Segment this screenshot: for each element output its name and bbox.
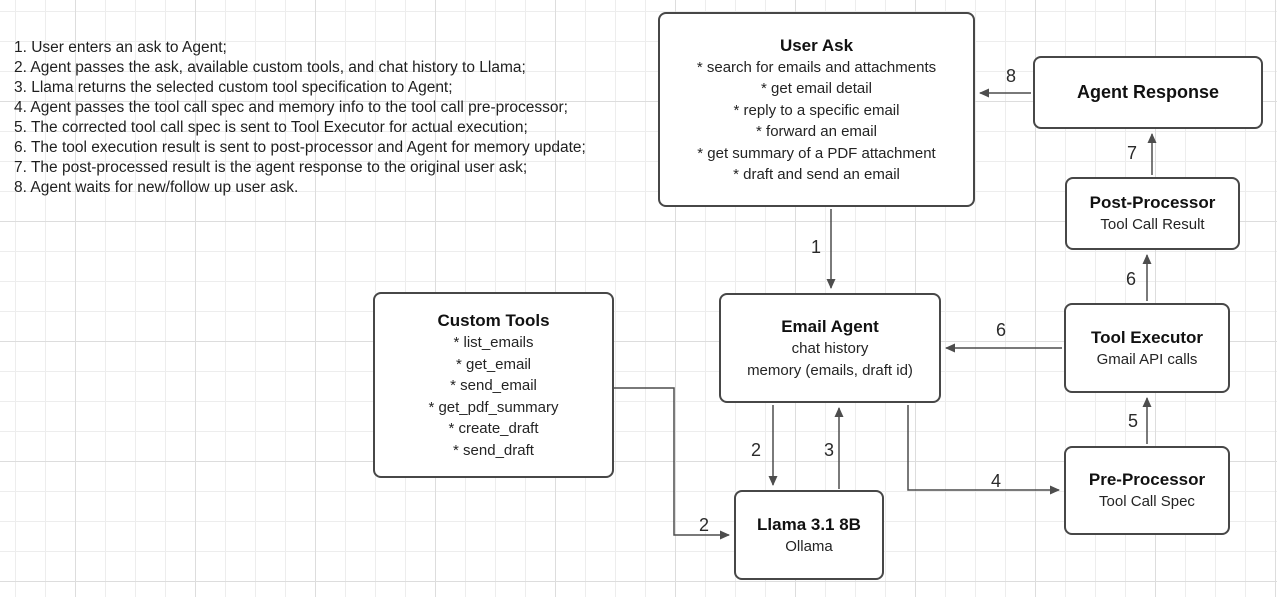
workflow-step: 5. The corrected tool call spec is sent … — [14, 119, 528, 136]
workflow-legend: 1. User enters an ask to Agent; 2. Agent… — [14, 38, 586, 198]
edge-label-2-tools: 2 — [698, 515, 710, 535]
edge-2-customtools-to-llama — [614, 387, 730, 540]
workflow-step: 4. Agent passes the tool call spec and m… — [14, 99, 568, 116]
node-subtitle: Tool Call Spec — [1099, 493, 1195, 511]
edge-label-6-left: 6 — [995, 320, 1007, 340]
node-email-agent: Email Agent chat history memory (emails,… — [719, 293, 941, 403]
node-pre-processor: Pre-Processor Tool Call Spec — [1064, 446, 1230, 535]
node-line: memory (emails, draft id) — [747, 361, 913, 379]
node-custom-tools: Custom Tools * list_emails * get_email *… — [373, 292, 614, 478]
node-line: * list_emails — [453, 334, 534, 351]
node-line: * get summary of a PDF attachment — [697, 144, 936, 162]
node-line: * get email detail — [761, 80, 872, 97]
node-line: * search for emails and attachments — [696, 58, 937, 76]
workflow-step: 3. Llama returns the selected custom too… — [14, 79, 453, 96]
node-subtitle: Tool Call Result — [1100, 216, 1205, 234]
node-title: Llama 3.1 8B — [757, 514, 861, 534]
node-title: User Ask — [779, 35, 854, 55]
node-line: * get_email — [455, 355, 532, 373]
node-post-processor: Post-Processor Tool Call Result — [1065, 177, 1240, 250]
node-subtitle: Ollama — [785, 537, 833, 555]
node-line: * send_email — [450, 377, 537, 394]
node-subtitle: Gmail API calls — [1096, 350, 1198, 368]
node-line: * send_draft — [453, 441, 534, 459]
node-title: Agent Response — [1076, 82, 1220, 102]
node-line: * draft and send an email — [733, 166, 900, 183]
edge-4-emailagent-to-preprocessor — [907, 405, 1060, 495]
node-title: Tool Executor — [1090, 327, 1204, 347]
node-line: * get_pdf_summary — [428, 398, 559, 416]
node-tool-executor: Tool Executor Gmail API calls — [1064, 303, 1230, 393]
node-line: * forward an email — [756, 123, 877, 140]
edge-label-3: 3 — [823, 440, 835, 460]
workflow-step: 8. Agent waits for new/follow up user as… — [14, 179, 299, 196]
node-llama: Llama 3.1 8B Ollama — [734, 490, 884, 580]
edge-label-1: 1 — [810, 237, 822, 257]
node-line: * reply to a specific email — [733, 101, 900, 119]
node-agent-response: Agent Response — [1033, 56, 1263, 129]
edge-label-4: 4 — [990, 471, 1002, 491]
node-user-ask: User Ask * search for emails and attachm… — [658, 12, 975, 207]
node-title: Pre-Processor — [1088, 470, 1206, 490]
edge-label-8: 8 — [1005, 66, 1017, 86]
edge-label-6-up: 6 — [1125, 269, 1137, 289]
edge-label-7: 7 — [1126, 143, 1138, 163]
workflow-step: 2. Agent passes the ask, available custo… — [14, 59, 526, 76]
workflow-step: 7. The post-processed result is the agen… — [14, 159, 528, 176]
node-line: * create_draft — [448, 420, 539, 437]
workflow-step: 6. The tool execution result is sent to … — [14, 139, 586, 156]
edge-label-5: 5 — [1127, 411, 1139, 431]
node-title: Post-Processor — [1089, 193, 1216, 213]
edge-label-2-agent: 2 — [750, 440, 762, 460]
node-line: chat history — [791, 340, 869, 357]
node-title: Email Agent — [781, 317, 879, 336]
node-title: Custom Tools — [437, 311, 550, 330]
workflow-step: 1. User enters an ask to Agent; — [14, 39, 227, 56]
